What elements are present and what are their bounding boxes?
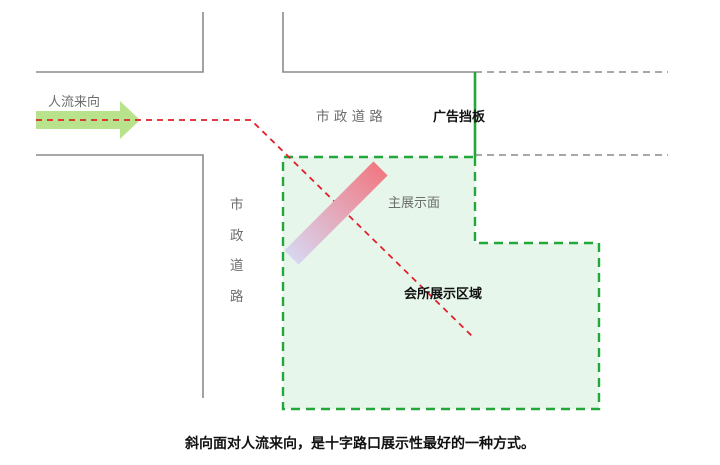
road-vertical-char-4: 路 [230,289,244,305]
road-dashed-extensions [475,71,668,156]
road-horizontal-label: 市 政 道 路 [316,108,383,125]
road-vertical-char-3: 道 [230,258,244,274]
main-display-panel [284,161,388,265]
road-vertical-char-2: 政 [230,228,244,244]
main-face-label: 主展示面 [388,196,440,211]
road-edges [36,12,475,398]
caption: 斜向面对人流来向，是十字路口展示性最好的一种方式。 [184,435,535,452]
flow-arrow [36,101,140,139]
venue-area-fill [283,157,599,409]
road-edge-top-right [282,12,475,73]
venue-area-label: 会所展示区域 [404,286,482,302]
road-edge-bottom-left [36,154,204,398]
venue-area-boundary [281,155,601,411]
flow-line [36,119,474,338]
road-vertical-char-1: 市 [230,196,244,213]
road-edge-top-left [36,12,204,73]
billboard-label: 广告挡板 [433,109,486,125]
flow-label: 人流来向 [48,94,100,110]
